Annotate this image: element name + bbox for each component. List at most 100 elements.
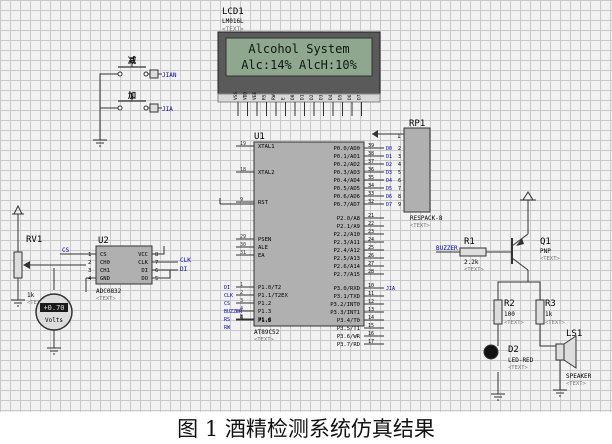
- ground-symbol-buttons: [93, 139, 107, 147]
- mcu-pin-num: 24: [368, 237, 374, 243]
- mcu-pin-num: 35: [368, 175, 374, 181]
- button-group: 减 加 JIAN JIA: [93, 55, 177, 147]
- mcu-pin-p12: P1.2: [258, 301, 271, 307]
- add-button[interactable]: [117, 96, 149, 111]
- mcu-pin-p14: P1.4: [258, 317, 272, 323]
- lcd-module[interactable]: LCD1 LM016L <TEXT> Alcohol System Alc:14…: [217, 7, 381, 116]
- rp1-pin-num: 7: [398, 186, 401, 192]
- mcu-pin-num: 37: [368, 159, 374, 165]
- mcu-pin-ale: ALE: [258, 245, 268, 251]
- mcu-pin-num: 1: [240, 282, 243, 288]
- rp1-pin-num: 3: [398, 154, 401, 160]
- jia-net-label: JIA: [162, 106, 173, 113]
- mcu-net-label: D6: [386, 194, 392, 200]
- mcu-net-label: CS: [224, 301, 230, 307]
- mcu-net-label: RS: [224, 317, 230, 323]
- voltmeter-reading: +0.70: [43, 304, 64, 312]
- jian-net-label: JIAN: [162, 72, 177, 79]
- mcu-net-label: D7: [386, 202, 392, 208]
- rp1-pin-num: 8: [398, 194, 401, 200]
- sub-button-label: 减: [128, 55, 136, 65]
- mcu-pin-p03ad3: P0.3/AD3: [334, 170, 361, 176]
- adc-pin-num: 3: [88, 268, 91, 274]
- lcd-pin-d7: D7: [357, 94, 363, 100]
- lcd-screen: [225, 37, 373, 77]
- rp1-pin-num: 4: [398, 162, 401, 168]
- mcu-net-label: DI: [224, 285, 230, 291]
- buzzer-circuit[interactable]: BUZZER R1 2.2k <TEXT> Q1 PNP <TEXT> R2 1…: [436, 191, 592, 401]
- adc-pin-num: 6: [155, 268, 158, 274]
- mcu-net-label: D0: [386, 146, 392, 152]
- rp1-ref: RP1: [409, 119, 425, 129]
- r2-value: 100: [504, 311, 515, 318]
- mcu-pin-p32int0: P3.2/INT0: [330, 302, 360, 308]
- lcd-pin-vss: VSS: [233, 92, 239, 100]
- r2-body: [493, 299, 503, 325]
- add-button-label: 加: [127, 90, 136, 100]
- buzzer-net-label: BUZZER: [436, 245, 458, 252]
- mcu-net-label: D1: [386, 154, 392, 160]
- mcu-pin-p17: P1.7: [258, 318, 271, 324]
- adc-net-clk: CLK: [180, 257, 191, 264]
- d2-ref: D2: [508, 345, 519, 355]
- lcd-pin-e: E: [281, 97, 287, 100]
- mcu-pin-p10t2: P1.0/T2: [258, 285, 281, 291]
- adc-pin-cs: CS: [100, 252, 107, 258]
- ls1-text-tag: <TEXT>: [566, 381, 587, 387]
- mcu-net-label: D3: [386, 170, 392, 176]
- mcu-net-label: D5: [386, 186, 392, 192]
- lcd-pin-d3: D3: [319, 94, 325, 100]
- respack-rp1[interactable]: RP1 RESPACK-8 <TEXT> 1: [372, 119, 443, 229]
- voltmeter-unit: Volts: [45, 317, 63, 324]
- ls1-part: SPEAKER: [566, 373, 592, 380]
- mcu-pin-num: 19: [240, 141, 246, 147]
- adc-pin-num: 1: [88, 252, 91, 258]
- adc-pin-ch0: CH0: [100, 260, 110, 266]
- speaker-cone: [563, 335, 577, 369]
- mcu-pin-num: 30: [240, 242, 246, 248]
- adc-pin-do: DO: [141, 276, 148, 282]
- lcd-ref: LCD1: [222, 7, 244, 17]
- adc-pin-num: 7: [155, 260, 158, 266]
- voltmeter[interactable]: +0.70 Volts: [35, 268, 73, 355]
- mcu-pin-num: 13: [368, 307, 374, 313]
- adc-text-tag: <TEXT>: [96, 296, 117, 302]
- adc-net-cs: CS: [62, 247, 70, 254]
- potentiometer-rv1[interactable]: RV1 1k <TEXT>: [11, 204, 86, 307]
- lcd-pin-d6: D6: [347, 94, 353, 100]
- lcd-pin-rs: RS: [262, 94, 268, 100]
- lcd-pin-d5: D5: [338, 94, 344, 100]
- q1-ref: Q1: [540, 237, 551, 247]
- lcd-pin-rw: RW: [271, 94, 277, 100]
- mcu-net-label: JIA: [386, 286, 395, 292]
- adc-pin-ch1: CH1: [100, 268, 110, 274]
- ground-symbol-voltmeter: [47, 347, 61, 355]
- mcu-pin-p31txd: P3.1/TXD: [334, 294, 361, 300]
- rp1-pin-num: 9: [398, 202, 401, 208]
- adc-pin-clk: CLK: [138, 260, 149, 266]
- rp1-pin-num: 5: [398, 170, 401, 176]
- mcu-net-label: RW: [224, 325, 231, 331]
- mcu-pin-num: 22: [368, 221, 374, 227]
- mcu-pin-p13: P1.3: [258, 309, 271, 315]
- rp1-pin1: 1: [397, 133, 401, 140]
- rp1-pin-num: 6: [398, 178, 401, 184]
- r3-body: [535, 299, 545, 325]
- mcu-pin-num: 34: [368, 183, 374, 189]
- ground-symbol-rv1: [11, 299, 25, 307]
- adc-pin-di: DI: [141, 268, 148, 274]
- ls1-ref: LS1: [566, 329, 582, 339]
- mcu-pin-num: 5: [240, 314, 243, 320]
- mcu-pin-ea: EA: [258, 253, 265, 259]
- sub-button[interactable]: [117, 62, 149, 77]
- mcu-pin-p23a11: P2.3/A11: [334, 240, 361, 246]
- mcu-ref: U1: [254, 132, 265, 142]
- mcu-pin-p02ad2: P0.2/AD2: [334, 162, 361, 168]
- mcu-pin-p27a15: P2.7/A15: [334, 272, 361, 278]
- schematic-canvas[interactable]: LCD1 LM016L <TEXT> Alcohol System Alc:14…: [0, 0, 612, 412]
- adc-net-di: DI: [180, 266, 188, 273]
